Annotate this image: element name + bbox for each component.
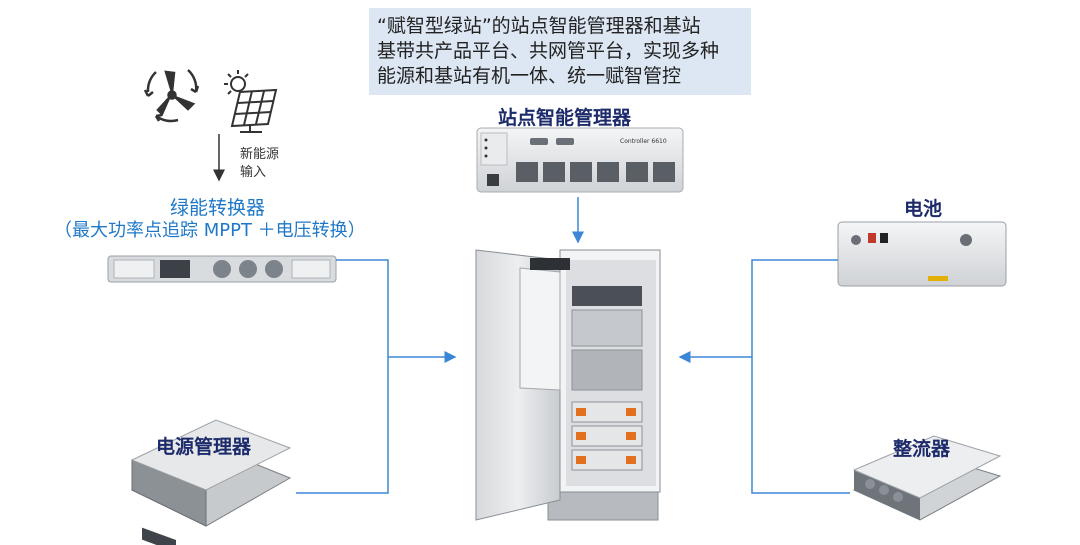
site-manager-device: Controller 6610 — [476, 127, 684, 193]
callout-box: “赋智型绿站”的站点智能管理器和基站 基带共产品平台、共网管平台，实现多种 能源… — [369, 8, 751, 95]
battery-title: 电池 — [904, 198, 943, 220]
site-manager-title: 站点智能管理器 — [498, 107, 632, 129]
callout-line-3: 能源和基站有机一体、统一赋智管控 — [377, 65, 682, 87]
green-converter-title: 绿能转换器 — [170, 197, 266, 219]
new-energy-input-label: 新能源 输入 — [240, 146, 279, 182]
rectifier-title: 整流器 — [893, 438, 951, 460]
power-manager-device — [130, 419, 292, 545]
solar-panel-icon — [224, 70, 278, 133]
rectifier-device — [852, 435, 1002, 521]
callout-line-2: 基带共产品平台、共网管平台，实现多种 — [377, 40, 720, 62]
connector-lines — [296, 259, 850, 494]
outdoor-cabinet — [475, 249, 661, 521]
green-converter-device — [107, 255, 337, 283]
new-energy-input-line2: 输入 — [240, 165, 267, 180]
battery-device — [837, 221, 1007, 287]
power-manager-title: 电源管理器 — [156, 436, 252, 458]
device-model-label: Controller 6610 — [620, 138, 667, 145]
green-converter-subtitle: （最大功率点追踪 MPPT ＋电压转换） — [54, 220, 366, 241]
wind-turbine-icon — [143, 69, 200, 123]
callout-line-1: “赋智型绿站”的站点智能管理器和基站 — [377, 15, 701, 37]
new-energy-input-line1: 新能源 — [240, 147, 280, 162]
